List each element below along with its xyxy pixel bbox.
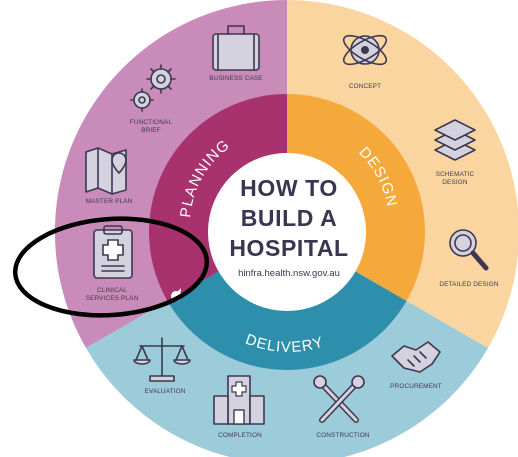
handshake-icon <box>391 341 441 373</box>
master-plan-label: MASTER PLAN <box>86 198 133 205</box>
completion-label: COMPLETION <box>218 432 262 439</box>
clinical-services-plan-label-1: CLINICAL <box>97 287 127 294</box>
title-line-3: HOSPITAL <box>229 235 348 261</box>
layers-icon <box>434 119 476 161</box>
gears-icon <box>130 64 176 112</box>
title-line-2: BUILD A <box>241 205 338 231</box>
scales-icon <box>133 337 191 382</box>
business-case-label: BUSINESS CASE <box>209 75 262 82</box>
detailed-design-label: DETAILED DESIGN <box>439 281 499 288</box>
planning-ring-segment <box>149 94 287 301</box>
clinical-services-plan-label-2: SERVICES PLAN <box>86 295 139 302</box>
source-url: hinfra.health.nsw.gov.au <box>238 268 340 279</box>
phase-ring <box>149 94 425 370</box>
title-line-1: HOW TO <box>240 175 338 201</box>
clipboard-icon <box>93 225 133 279</box>
map-icon <box>85 147 127 195</box>
magnifier-icon <box>449 229 489 271</box>
highlight-annotation-oval <box>12 216 210 318</box>
design-ring-segment <box>287 94 425 301</box>
evaluation-label: EVALUATION <box>144 388 185 395</box>
tools-icon <box>313 375 365 423</box>
center-disc <box>208 153 366 311</box>
hospital-building-icon <box>213 375 265 425</box>
atom-icon <box>342 34 388 66</box>
business-case-icon <box>212 25 260 71</box>
functional-brief-label-1: FUNCTIONAL <box>130 119 173 126</box>
concept-label: CONCEPT <box>349 83 381 90</box>
schematic-design-label-2: DESIGN <box>442 179 468 186</box>
functional-brief-label-2: BRIEF <box>141 127 161 134</box>
construction-label: CONSTRUCTION <box>316 432 370 439</box>
procurement-label: PROCUREMENT <box>390 383 442 390</box>
schematic-design-label-1: SCHEMATIC <box>436 171 475 178</box>
delivery-ring-segment <box>167 271 407 370</box>
